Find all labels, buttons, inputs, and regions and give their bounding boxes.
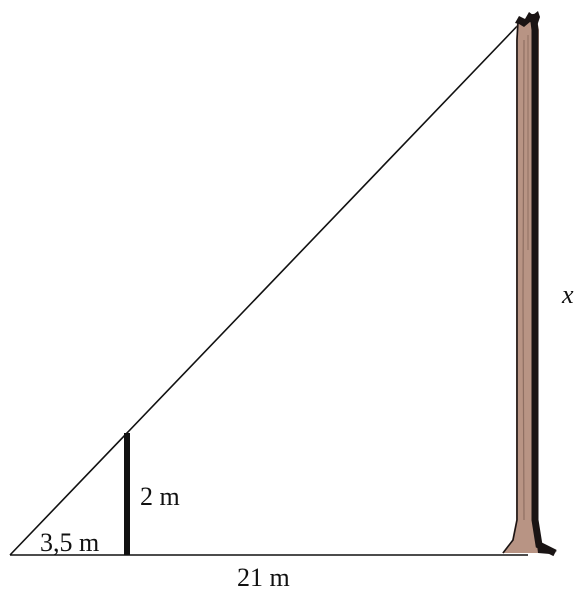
- tree-trunk-base: [536, 536, 557, 554]
- tree-trunk-top: [515, 11, 540, 27]
- tree-trunk: [502, 11, 557, 557]
- label-small-base: 3,5 m: [40, 528, 99, 557]
- label-total-base: 21 m: [237, 563, 290, 592]
- tree-trunk-right-edge: [529, 13, 557, 557]
- vertical-stick: [124, 433, 130, 555]
- tree-trunk-streak: [522, 39, 525, 521]
- label-stick-height: 2 m: [140, 482, 180, 511]
- sight-line: [9, 19, 524, 556]
- tree-trunk-body: [502, 14, 556, 553]
- tree-trunk-left-edge: [502, 21, 519, 554]
- label-tree-height: x: [561, 280, 574, 309]
